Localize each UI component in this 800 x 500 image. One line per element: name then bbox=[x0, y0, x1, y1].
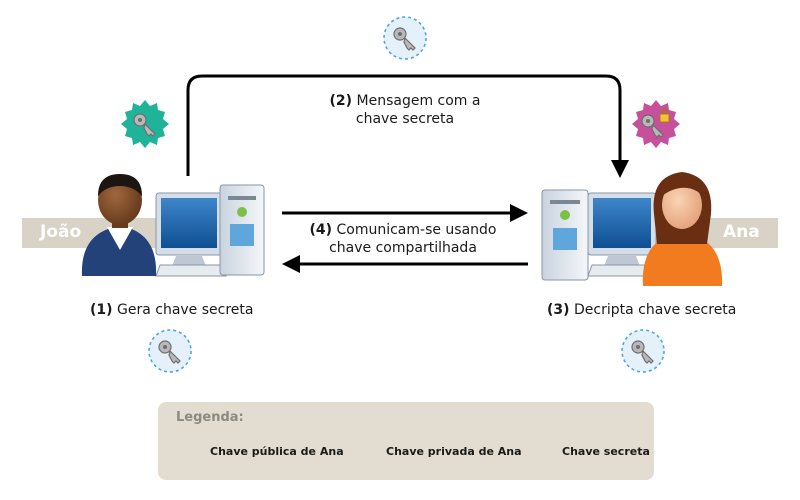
legend-private-key-label: Chave privada de Ana bbox=[386, 445, 522, 458]
step2-line1: Mensagem com a bbox=[356, 93, 481, 109]
joao-name: João bbox=[40, 222, 82, 242]
ana-name: Ana bbox=[723, 222, 760, 242]
secret-key-top-icon bbox=[384, 17, 426, 59]
legend-title: Legenda: bbox=[176, 410, 244, 425]
message-arrow bbox=[186, 74, 622, 176]
step2-line2: chave secreta bbox=[355, 111, 455, 127]
arrow-to-joao-head bbox=[282, 255, 300, 273]
legend-secret-key-label: Chave secreta bbox=[562, 445, 650, 458]
legend-box: Legenda: Chave pública de Ana Chave priv… bbox=[158, 402, 654, 480]
ana-computer-icon bbox=[541, 189, 661, 281]
arrow-to-ana-head bbox=[510, 204, 528, 222]
step3-label: (3) Decripta chave secreta bbox=[547, 301, 736, 319]
step3-text: Decripta chave secreta bbox=[574, 302, 737, 318]
secret-key-right-icon bbox=[622, 330, 664, 372]
step4-number: (4) bbox=[309, 222, 333, 238]
ana-avatar bbox=[642, 172, 723, 286]
step4-line2: chave compartilhada bbox=[329, 240, 477, 256]
private-key-badge-icon bbox=[632, 100, 680, 148]
step1-label: (1) Gera chave secreta bbox=[90, 301, 253, 319]
joao-computer-icon bbox=[155, 184, 265, 277]
step3-number: (3) bbox=[547, 302, 570, 318]
step4-label: (4) Comunicam-se usando chave compartilh… bbox=[290, 221, 516, 257]
legend-public-key-label: Chave pública de Ana bbox=[210, 445, 344, 458]
secret-key-left-icon bbox=[149, 330, 191, 372]
public-key-badge-icon bbox=[121, 100, 169, 148]
step1-number: (1) bbox=[90, 302, 113, 318]
joao-avatar bbox=[81, 174, 157, 276]
step1-text: Gera chave secreta bbox=[117, 302, 254, 318]
step4-line1: Comunicam-se usando bbox=[336, 222, 497, 238]
step2-label: (2) Mensagem com a chave secreta bbox=[300, 92, 510, 128]
step2-number: (2) bbox=[329, 93, 353, 109]
message-arrow-head bbox=[611, 160, 629, 178]
